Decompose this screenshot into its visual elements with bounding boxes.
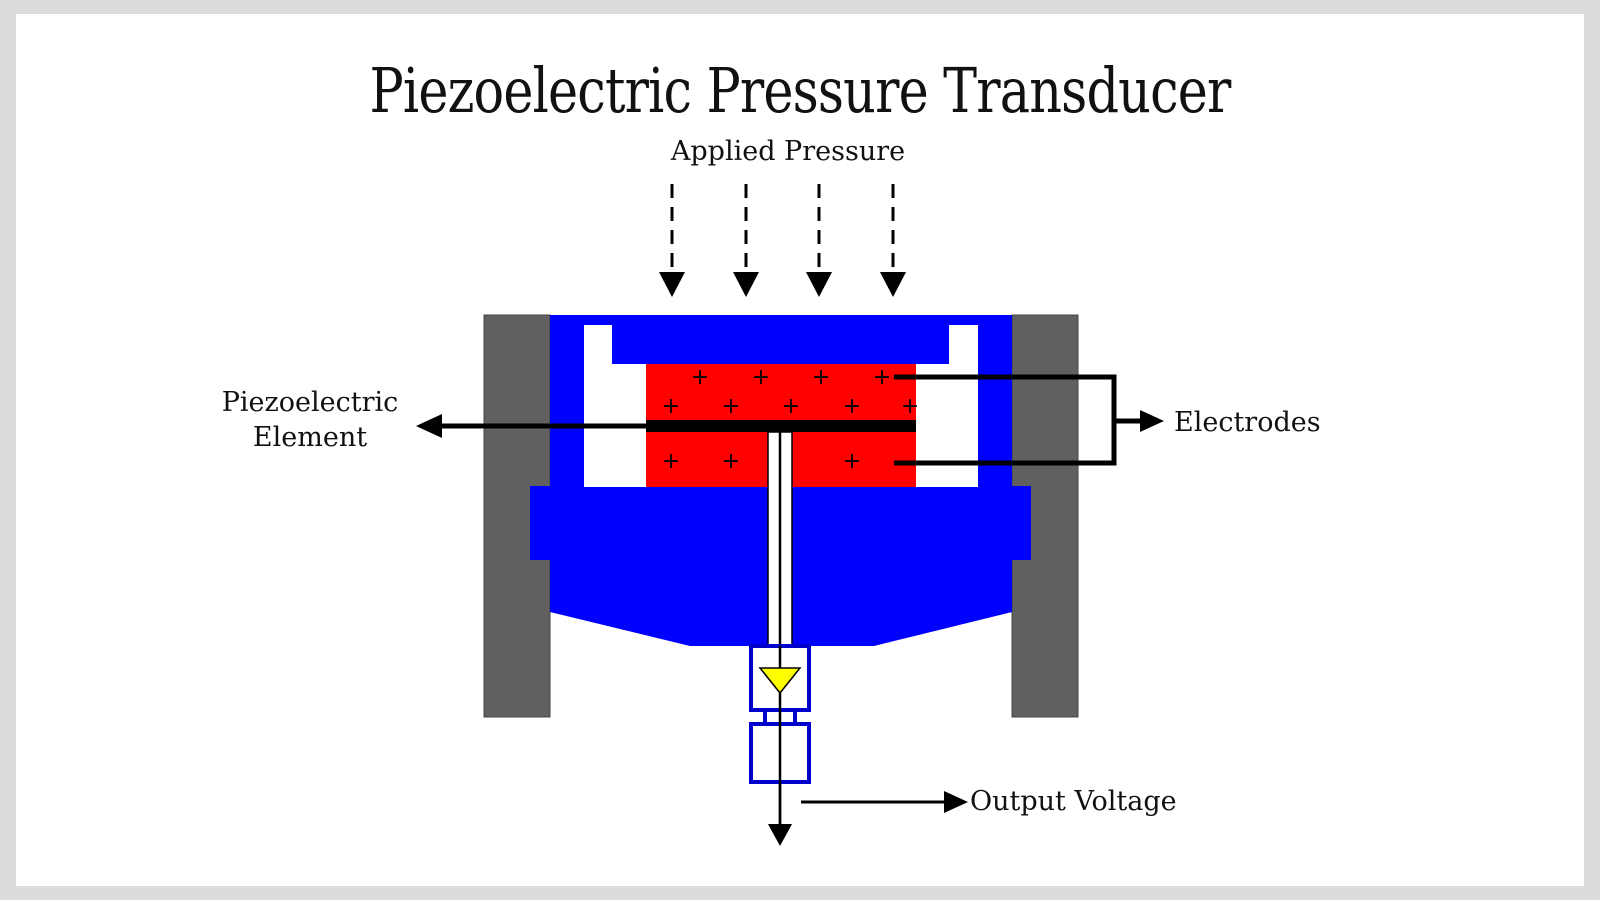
- pressure-arrowheads: [659, 272, 906, 297]
- charge-plus: +: [901, 394, 919, 419]
- charge-plus: +: [873, 365, 891, 390]
- charge-marks: + + + + + + + + + + + +: [662, 365, 919, 474]
- charge-plus: +: [812, 365, 830, 390]
- charge-plus: +: [782, 394, 800, 419]
- transducer-diagram: Applied Pressure + + + + +: [222, 136, 1321, 846]
- piezo-pointer-arrowhead: [416, 414, 442, 438]
- electrodes-pointer-arrowhead: [1140, 410, 1164, 432]
- housing-right-wall: [1011, 314, 1079, 718]
- diagram-canvas: Piezoelectric Pressure Transducer Applie…: [16, 14, 1584, 886]
- piezoelectric-element-label-line2: Element: [253, 422, 367, 453]
- output-arrowhead: [768, 824, 792, 846]
- charge-plus: +: [752, 365, 770, 390]
- output-voltage-label: Output Voltage: [970, 786, 1177, 817]
- pressure-arrows: [670, 184, 895, 279]
- electrodes-label: Electrodes: [1174, 407, 1321, 438]
- output-pointer-arrowhead: [944, 791, 968, 813]
- charge-plus: +: [843, 394, 861, 419]
- charge-plus: +: [722, 449, 740, 474]
- charge-plus: +: [843, 449, 861, 474]
- piezoelectric-element-label: Piezoelectric: [222, 387, 399, 418]
- charge-plus: +: [722, 394, 740, 419]
- charge-plus: +: [662, 449, 680, 474]
- connector-yellow-triangle: [758, 667, 802, 695]
- charge-plus: +: [662, 394, 680, 419]
- applied-pressure-label: Applied Pressure: [670, 136, 905, 167]
- page-title: Piezoelectric Pressure Transducer: [369, 54, 1231, 127]
- charge-plus: +: [691, 365, 709, 390]
